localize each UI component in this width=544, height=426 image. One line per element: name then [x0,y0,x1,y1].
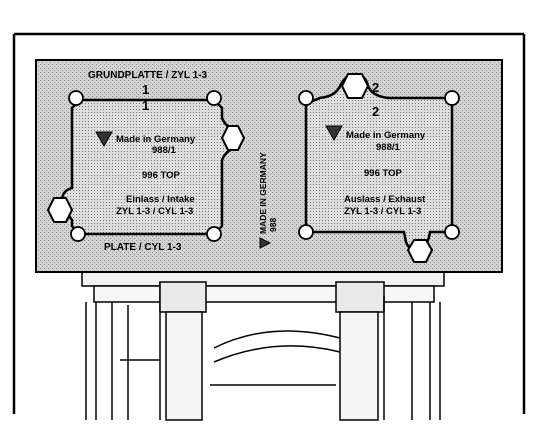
intake-name: Einlass / Intake [126,194,195,205]
hex-nut-icon [220,125,246,151]
exhaust-number-inner: 2 [372,104,379,119]
exhaust-name: Auslass / Exhaust [344,194,426,205]
bolt-hole [68,90,84,106]
bolt-hole [70,226,86,242]
engine-block [81,271,445,421]
bolt-hole [444,90,460,106]
plate-top-label: GRUNDPLATTE / ZYL 1-3 [88,70,208,81]
intake-logo [95,131,113,148]
vertical-marking: MADE IN GERMANY 988 [258,152,278,249]
exhaust-gasket [304,72,454,252]
bolt-hole [206,90,222,106]
hex-nut-icon [46,197,74,223]
exhaust-cyl: ZYL 1-3 / CYL 1-3 [344,206,421,217]
vertical-made-in: MADE IN GERMANY [258,152,268,234]
exhaust-model: 996 TOP [364,168,403,179]
outer-frame [12,32,526,414]
shield-logo-icon [259,237,272,249]
hex-nuts [46,73,434,263]
intake-cyl: ZYL 1-3 / CYL 1-3 [116,206,193,217]
bolt-hole [298,90,314,106]
vertical-code: 988 [268,218,278,232]
shield-logo-icon [95,131,113,148]
plate-bottom-label: PLATE / CYL 1-3 [104,242,182,253]
intake-number-inner: 1 [142,98,149,113]
intake-made-in: Made in Germany [116,134,196,145]
bolt-hole [298,224,314,240]
hex-nut-icon [340,73,370,99]
intake-model: 996 TOP [142,170,181,181]
hex-nut-icon [406,239,434,263]
bolt-holes [68,90,460,242]
bolt-hole [206,226,222,242]
shield-logo-icon [325,125,343,142]
intake-part-no: 988/1 [152,145,176,156]
intake-number-outer: 1 [142,82,149,97]
exhaust-part-no: 988/1 [376,142,400,153]
bolt-hole [444,224,460,240]
exhaust-made-in: Made in Germany [346,130,426,141]
exhaust-logo [325,125,343,142]
exhaust-number-outer: 2 [372,80,379,95]
